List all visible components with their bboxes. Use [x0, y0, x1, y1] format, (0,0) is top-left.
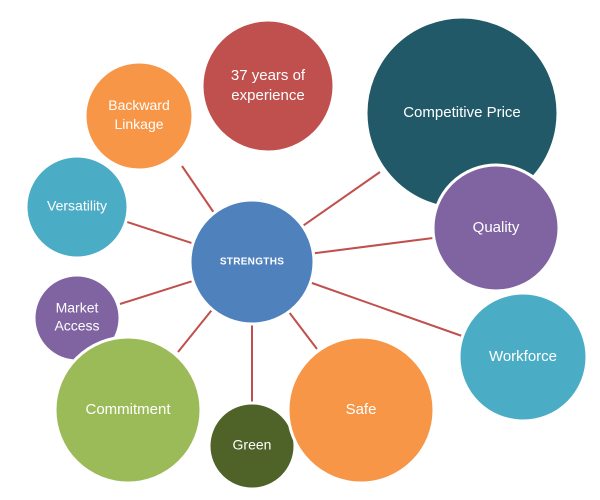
connector-line-price — [302, 171, 381, 227]
connector-line-versatility — [126, 221, 194, 245]
bubble-quality: Quality — [431, 163, 561, 293]
bubble-label-commitment: Commitment — [85, 401, 171, 418]
bubble-circle-safe — [286, 335, 436, 485]
bubble-label-workforce: Workforce — [489, 348, 557, 365]
bubble-label-versatility: Versatility — [47, 198, 107, 214]
bubble-versatility: Versatility — [24, 154, 130, 260]
bubble-label-green: Green — [233, 437, 272, 453]
bubble-circle-years — [200, 18, 336, 154]
bubble-safe: Safe — [286, 335, 436, 485]
bubble-label-years: experience — [231, 87, 304, 104]
connector-line-workforce — [310, 281, 463, 337]
center-label: STRENGTHS — [220, 257, 284, 268]
connector-line-quality — [313, 237, 434, 255]
bubble-label-market: Access — [54, 318, 99, 334]
bubble-years: 37 years of experience — [200, 18, 336, 154]
bubble-workforce: Workforce — [457, 291, 589, 423]
bubble-label-market: Market — [56, 300, 99, 316]
bubble-label-safe: Safe — [346, 401, 377, 418]
connector-line-safe — [288, 311, 318, 350]
bubble-circle-quality — [431, 163, 561, 293]
bubble-circle-green — [207, 401, 297, 491]
bubble-green: Green — [207, 401, 297, 491]
bubble-label-quality: Quality — [473, 219, 520, 236]
bubble-circle-backward — [83, 60, 195, 172]
bubble-commitment: Commitment — [53, 335, 203, 485]
center-bubble: STRENGTHS — [188, 198, 316, 326]
center-bubble-circle — [188, 198, 316, 326]
bubble-price: Competitive Price — [364, 15, 560, 211]
bubble-circle-versatility — [24, 154, 130, 260]
bubble-label-backward: Backward — [108, 97, 169, 113]
bubble-label-years: 37 years of — [231, 67, 306, 84]
connector-lines — [119, 165, 463, 403]
connector-line-commitment — [177, 308, 213, 353]
bubble-label-price: Competitive Price — [403, 104, 521, 121]
connector-line-backward — [181, 165, 215, 214]
bubble-circle-commitment — [53, 335, 203, 485]
bubble-circle-workforce — [457, 291, 589, 423]
connector-line-market — [119, 279, 194, 305]
bubble-label-backward: Linkage — [114, 116, 163, 132]
